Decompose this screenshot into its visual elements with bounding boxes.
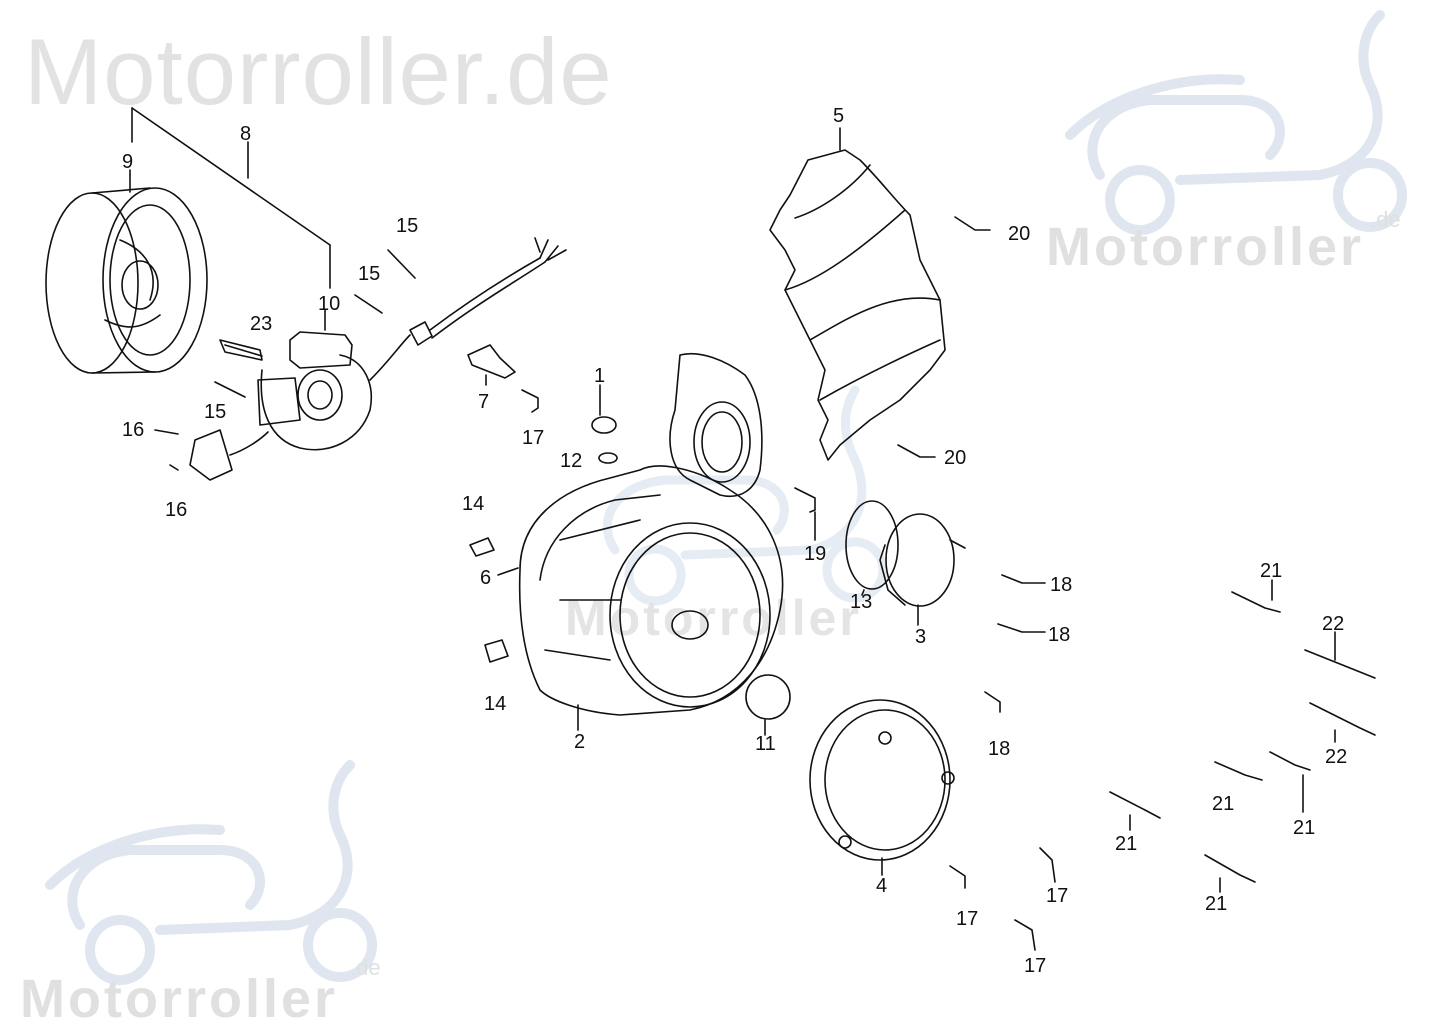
- bolt-20b: [897, 444, 936, 458]
- callout-10: 10: [318, 293, 340, 315]
- callout-22a: 22: [1322, 613, 1344, 635]
- callout-21d: 21: [1115, 833, 1137, 855]
- flywheel-part: [45, 187, 208, 374]
- bolt-22a: [1304, 649, 1376, 679]
- callout-18a: 18: [1050, 574, 1072, 596]
- callout-9: 9: [122, 151, 133, 173]
- crankcase-cover-part: [518, 352, 784, 716]
- screw-16b: [169, 464, 179, 471]
- callout-17b: 17: [956, 908, 978, 930]
- bolt-18c: [984, 691, 1001, 713]
- callout-16b: 16: [165, 499, 187, 521]
- bolt-18b: [997, 623, 1046, 633]
- callout-20b: 20: [944, 447, 966, 469]
- clip-7-part: [467, 344, 516, 379]
- watermark-logo-bottom-left: .de Motorroller: [20, 760, 381, 1029]
- bolt-17a: [521, 389, 539, 413]
- bolt-17d: [1014, 919, 1036, 951]
- callout-15a: 15: [396, 215, 418, 237]
- leader-13: [861, 589, 865, 596]
- callout-17d: 17: [1024, 955, 1046, 977]
- callout-13: 13: [850, 591, 872, 613]
- oring-11-part: [745, 674, 791, 720]
- callout-21e: 21: [1205, 893, 1227, 915]
- callout-18c: 18: [988, 738, 1010, 760]
- callout-19: 19: [804, 543, 826, 565]
- outer-cover-4-part: [809, 699, 955, 861]
- watermark-logo-suffix: .de: [1370, 207, 1401, 232]
- bolt-19: [794, 487, 816, 513]
- callout-22b: 22: [1325, 746, 1347, 768]
- callout-14b: 14: [484, 693, 506, 715]
- callout-21c: 21: [1293, 817, 1315, 839]
- callout-15b: 15: [358, 263, 380, 285]
- bolt-21c: [1269, 751, 1311, 771]
- cap-3-part: [879, 513, 966, 607]
- bolt-17c: [1039, 847, 1056, 883]
- callout-11: 11: [755, 733, 776, 755]
- watermark-logo-text: Motorroller: [1046, 217, 1364, 275]
- callout-1: 1: [594, 365, 605, 387]
- callout-8: 8: [240, 123, 251, 145]
- callout-7: 7: [478, 391, 489, 413]
- bolt-21a: [1231, 591, 1281, 613]
- gasket-13-part: [845, 500, 899, 590]
- callout-23: 23: [250, 313, 272, 335]
- bolt-21e: [1204, 854, 1256, 883]
- watermark-main-text: Motorroller.de: [24, 19, 613, 124]
- callout-21b: 21: [1212, 793, 1234, 815]
- bolt-15c: [214, 381, 246, 398]
- bolt-20a: [954, 216, 991, 231]
- callout-17c: 17: [1046, 885, 1068, 907]
- bolt-18a: [1001, 574, 1046, 584]
- bolt-17b: [949, 865, 966, 889]
- cap-14a: [469, 537, 495, 557]
- bolt-21d: [1109, 791, 1161, 819]
- bolt-15a: [387, 249, 416, 279]
- callout-12: 12: [560, 450, 582, 472]
- watermark-logo-suffix: .de: [350, 955, 381, 980]
- bolt-15b: [354, 294, 383, 314]
- callout-18b: 18: [1048, 624, 1070, 646]
- callout-4: 4: [876, 875, 887, 897]
- leader-lines-8-9-10: [129, 107, 331, 331]
- bolt-21b: [1214, 761, 1263, 781]
- screw-16a: [154, 429, 179, 435]
- cap-14b: [484, 639, 509, 663]
- callout-6: 6: [480, 567, 491, 589]
- plug-1-part: [591, 416, 617, 434]
- callout-5: 5: [833, 105, 844, 127]
- callout-16a: 16: [122, 419, 144, 441]
- callout-14a: 14: [462, 493, 484, 515]
- stator-part: [189, 237, 567, 481]
- callout-labels: 9 8 10 15 15 15 23 16 16 7 17 1 12 5 20 …: [122, 105, 1347, 977]
- watermark-logo-text: Motorroller: [20, 969, 338, 1029]
- callout-21a: 21: [1260, 560, 1282, 582]
- leader-6: [497, 567, 519, 576]
- oring-12-part: [598, 452, 618, 464]
- callout-2: 2: [574, 731, 585, 753]
- side-cover-5-part: [769, 149, 946, 461]
- watermark-logo-top-right: .de Motorroller: [1046, 10, 1407, 275]
- callout-17a: 17: [522, 427, 544, 449]
- callout-20a: 20: [1008, 223, 1030, 245]
- bolt-22b: [1309, 702, 1376, 736]
- callout-3: 3: [915, 626, 926, 648]
- callout-15c: 15: [204, 401, 226, 423]
